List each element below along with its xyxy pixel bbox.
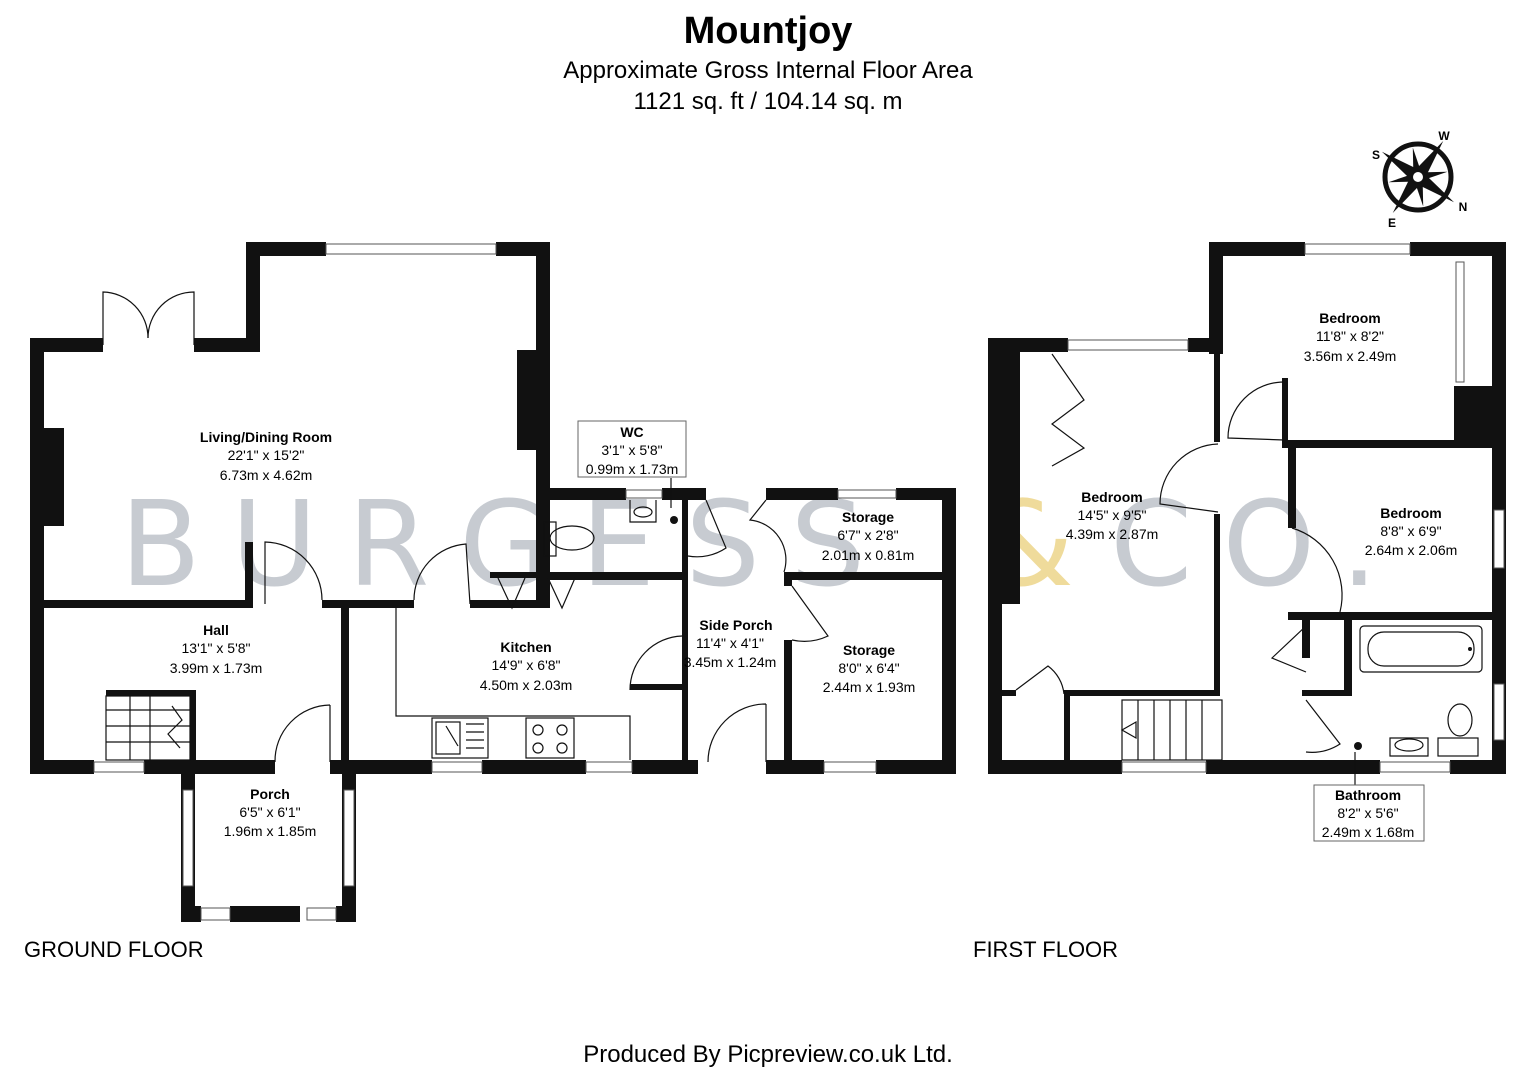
- svg-text:3.99m x 1.73m: 3.99m x 1.73m: [170, 660, 263, 676]
- compass-icon: [1381, 140, 1455, 214]
- room-bedroom-small: Bedroom 8'8" x 6'9" 2.64m x 2.06m: [1365, 505, 1458, 558]
- svg-text:2.49m x 1.68m: 2.49m x 1.68m: [1322, 824, 1415, 840]
- svg-text:8'2" x 5'6": 8'2" x 5'6": [1337, 805, 1398, 821]
- svg-text:WC: WC: [620, 424, 643, 440]
- first-floor-fittings: [1120, 625, 1483, 761]
- svg-text:Storage: Storage: [843, 642, 895, 658]
- svg-text:Bedroom: Bedroom: [1319, 310, 1380, 326]
- room-kitchen: Kitchen 14'9" x 6'8" 4.50m x 2.03m: [480, 639, 573, 693]
- room-bathroom: Bathroom 8'2" x 5'6" 2.49m x 1.68m: [1313, 752, 1425, 842]
- compass-w: W: [1438, 129, 1450, 143]
- svg-text:Bedroom: Bedroom: [1380, 505, 1441, 521]
- svg-text:4.50m x 2.03m: 4.50m x 2.03m: [480, 677, 573, 693]
- compass-e: E: [1388, 216, 1396, 230]
- svg-text:Bathroom: Bathroom: [1335, 787, 1401, 803]
- compass-n: N: [1459, 200, 1468, 214]
- svg-text:3.45m x 1.24m: 3.45m x 1.24m: [684, 654, 777, 670]
- compass-s: S: [1372, 148, 1380, 162]
- svg-text:22'1" x 15'2": 22'1" x 15'2": [228, 447, 305, 463]
- ground-floor-doors: [102, 291, 829, 763]
- first-floor-doors: [1015, 353, 1343, 753]
- svg-text:2.64m x 2.06m: 2.64m x 2.06m: [1365, 542, 1458, 558]
- room-living: Living/Dining Room 22'1" x 15'2" 6.73m x…: [200, 429, 332, 483]
- ground-floor-fittings: [105, 500, 678, 761]
- room-bedroom-top: Bedroom 11'8" x 8'2" 3.56m x 2.49m: [1304, 310, 1397, 364]
- room-hall: Hall 13'1" x 5'8" 3.99m x 1.73m: [170, 622, 263, 676]
- ground-floor-label: GROUND FLOOR: [24, 937, 204, 962]
- room-wc: WC 3'1" x 5'8" 0.99m x 1.73m: [577, 420, 687, 508]
- room-bedroom-main: Bedroom 14'5" x 9'5" 4.39m x 2.87m: [1066, 489, 1159, 542]
- svg-text:Side Porch: Side Porch: [699, 617, 772, 633]
- svg-text:8'0" x 6'4": 8'0" x 6'4": [838, 660, 899, 676]
- room-storage-2: Storage 8'0" x 6'4" 2.44m x 1.93m: [823, 642, 916, 695]
- svg-text:6'7" x 2'8": 6'7" x 2'8": [837, 527, 898, 543]
- credit-footer: Produced By Picpreview.co.uk Ltd.: [583, 1041, 953, 1068]
- svg-text:11'8" x 8'2": 11'8" x 8'2": [1316, 328, 1384, 344]
- svg-text:1.96m x 1.85m: 1.96m x 1.85m: [224, 823, 317, 839]
- first-floor-label: FIRST FLOOR: [973, 937, 1118, 962]
- plan-subtitle: Approximate Gross Internal Floor Area: [563, 57, 973, 84]
- first-floor-windows: [1067, 243, 1505, 773]
- ground-floor-windows: [93, 243, 897, 921]
- svg-text:Kitchen: Kitchen: [500, 639, 551, 655]
- svg-text:Porch: Porch: [250, 786, 290, 802]
- room-porch: Porch 6'5" x 6'1" 1.96m x 1.85m: [224, 786, 317, 839]
- svg-text:Hall: Hall: [203, 622, 229, 638]
- svg-text:4.39m x 2.87m: 4.39m x 2.87m: [1066, 526, 1159, 542]
- svg-text:Storage: Storage: [842, 509, 894, 525]
- svg-text:14'5" x 9'5": 14'5" x 9'5": [1078, 507, 1147, 523]
- svg-text:13'1" x 5'8": 13'1" x 5'8": [182, 640, 251, 656]
- room-side-porch: Side Porch 11'4" x 4'1" 3.45m x 1.24m: [684, 617, 777, 670]
- svg-text:6.73m x 4.62m: 6.73m x 4.62m: [220, 467, 313, 483]
- svg-text:2.44m x 1.93m: 2.44m x 1.93m: [823, 679, 916, 695]
- first-floor-walls: [988, 242, 1506, 774]
- svg-text:14'9" x 6'8": 14'9" x 6'8": [492, 657, 561, 673]
- svg-text:3'1" x 5'8": 3'1" x 5'8": [601, 442, 662, 458]
- watermark-left: BURGESS: [120, 475, 895, 613]
- svg-text:3.56m x 2.49m: 3.56m x 2.49m: [1304, 348, 1397, 364]
- room-storage-1: Storage 6'7" x 2'8" 2.01m x 0.81m: [822, 509, 915, 563]
- svg-text:Bedroom: Bedroom: [1081, 489, 1142, 505]
- watermark-right: CO.: [1110, 475, 1408, 613]
- floor-area-total: 1121 sq. ft / 104.14 sq. m: [633, 88, 902, 115]
- svg-text:Living/Dining Room: Living/Dining Room: [200, 429, 332, 445]
- svg-text:2.01m x 0.81m: 2.01m x 0.81m: [822, 547, 915, 563]
- plan-title: Mountjoy: [684, 10, 853, 52]
- svg-text:8'8" x 6'9": 8'8" x 6'9": [1380, 523, 1441, 539]
- svg-text:0.99m x 1.73m: 0.99m x 1.73m: [586, 461, 679, 477]
- svg-text:11'4" x 4'1": 11'4" x 4'1": [696, 635, 764, 651]
- svg-text:6'5" x 6'1": 6'5" x 6'1": [239, 804, 300, 820]
